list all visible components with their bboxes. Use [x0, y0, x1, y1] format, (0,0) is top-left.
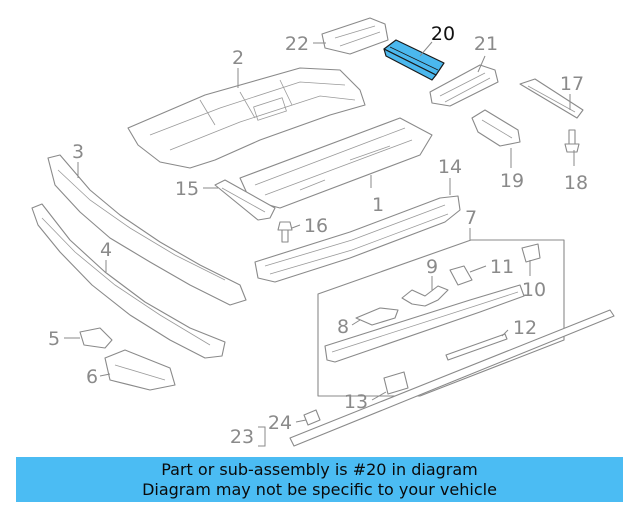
callout-24: 24: [268, 412, 292, 434]
callout-22: 22: [285, 33, 309, 55]
part-22-bracket: [321, 17, 389, 55]
callout-11: 11: [490, 256, 514, 278]
callout-16: 16: [304, 215, 328, 237]
part-15-rail: [214, 179, 276, 221]
part-20-highlighted-crossmember: [383, 39, 445, 81]
part-12-strip: [445, 333, 508, 361]
part-3-sill: [47, 154, 247, 306]
callout-15: 15: [175, 178, 199, 200]
part-6-bracket: [104, 349, 176, 391]
part-17-panel: [519, 78, 584, 119]
callout-14: 14: [438, 156, 462, 178]
part-23-rocker-molding: [289, 309, 615, 447]
callout-5: 5: [48, 328, 60, 350]
callout-7: 7: [465, 207, 477, 229]
callout-13: 13: [344, 391, 368, 413]
callout-21: 21: [474, 33, 498, 55]
callout-2: 2: [232, 47, 244, 69]
callout-9: 9: [426, 256, 438, 278]
part-18-bolt: [564, 129, 580, 153]
callout-19: 19: [500, 170, 524, 192]
part-19-bracket: [471, 109, 521, 147]
callout-6: 6: [86, 366, 98, 388]
callout-18: 18: [564, 172, 588, 194]
info-banner: Part or sub-assembly is #20 in diagram D…: [16, 457, 623, 502]
part-21-reinforcement: [429, 64, 499, 107]
callout-17: 17: [560, 73, 584, 95]
banner-line-part-number: Part or sub-assembly is #20 in diagram: [161, 459, 478, 479]
part-5-bracket: [79, 327, 113, 349]
part-16-bolt: [277, 221, 293, 243]
callout-labels: 1 2 3 4 5 6 7 8 9 10 11 12 13 14 15 16 1…: [48, 23, 588, 448]
callout-8: 8: [337, 316, 349, 338]
part-4-reinforcement: [31, 203, 226, 359]
part-14-side-member: [254, 195, 461, 283]
callout-3: 3: [72, 141, 84, 163]
callout-23: 23: [230, 426, 254, 448]
callout-4: 4: [100, 239, 112, 261]
part-2-front-floor: [127, 67, 366, 169]
part-24-clip: [303, 409, 321, 426]
banner-line-disclaimer: Diagram may not be specific to your vehi…: [142, 479, 497, 499]
callout-10: 10: [522, 279, 546, 301]
leader-lines: [64, 41, 575, 447]
callout-20-highlighted: 20: [431, 23, 455, 45]
callout-1: 1: [372, 194, 384, 216]
callout-12: 12: [513, 317, 537, 339]
